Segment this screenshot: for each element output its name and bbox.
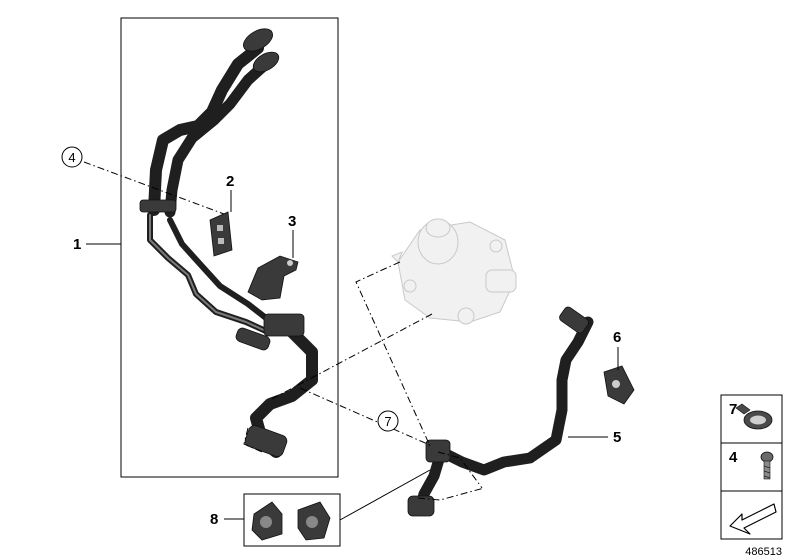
svg-text:7: 7	[729, 401, 737, 418]
svg-text:8: 8	[210, 511, 218, 528]
svg-text:7: 7	[384, 414, 391, 429]
clip-6	[603, 365, 635, 405]
callout-7-circled: 7	[377, 410, 399, 432]
arrow-icon	[729, 503, 777, 535]
svg-text:4: 4	[68, 150, 75, 165]
svg-text:3: 3	[288, 213, 296, 230]
svg-text:4: 4	[729, 449, 738, 466]
hose-5	[407, 306, 594, 517]
part-1-group-frame	[120, 17, 339, 478]
svg-text:6: 6	[613, 329, 621, 346]
svg-text:2: 2	[226, 173, 234, 190]
callout-2: 2	[226, 173, 234, 212]
callout-8: 8	[210, 511, 244, 528]
bracket-2	[209, 211, 233, 257]
callout-4-circled: 4	[61, 146, 83, 168]
legend-item-7: 7	[720, 394, 783, 444]
hose-assembly-1	[139, 28, 318, 458]
diagram-reference-number: 486513	[745, 546, 782, 558]
bracket-3	[247, 255, 299, 301]
callout-6: 6	[613, 329, 621, 370]
callout-1: 1	[73, 236, 121, 253]
legend-footer-box	[720, 490, 783, 540]
callout-3: 3	[288, 213, 296, 258]
hose-clamp-icon	[735, 403, 773, 430]
legend-item-4: 4	[720, 442, 783, 492]
svg-text:5: 5	[613, 429, 621, 446]
screw-icon	[760, 451, 774, 480]
high-pressure-pump-illustration	[391, 218, 517, 325]
connector-8-box	[243, 469, 431, 547]
callout-5: 5	[568, 429, 621, 446]
svg-text:1: 1	[73, 236, 81, 253]
assembly-leader-lines	[83, 161, 485, 501]
